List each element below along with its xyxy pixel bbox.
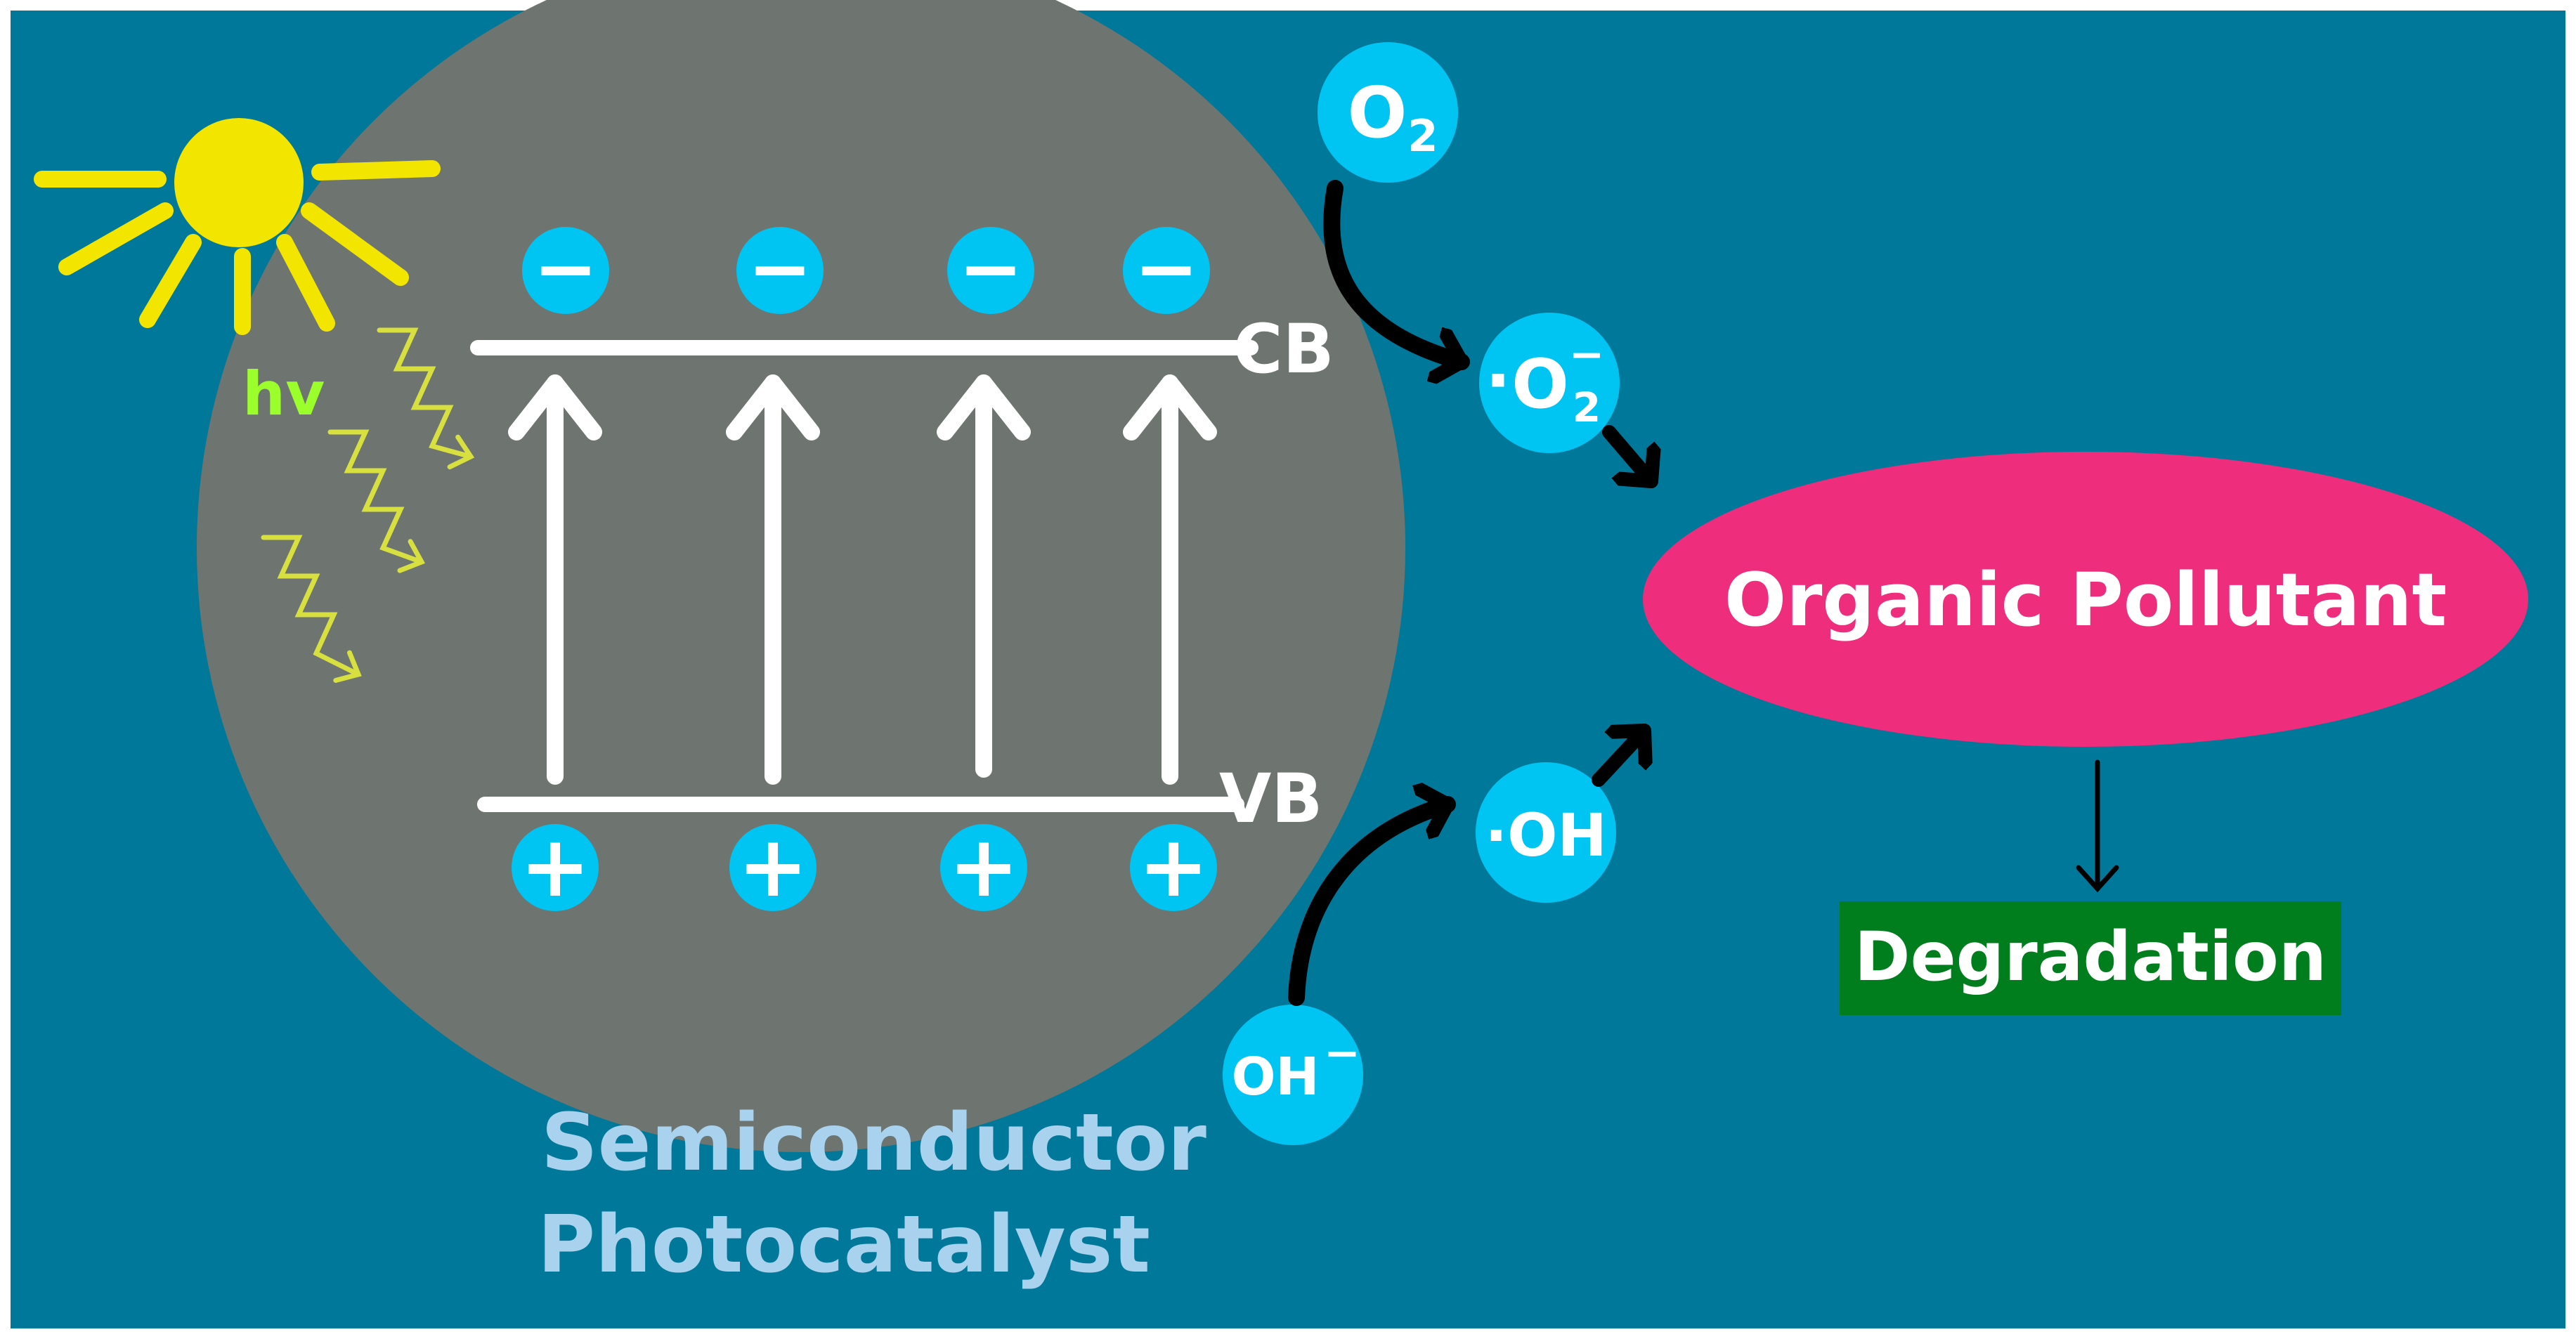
oxygen-species: O 2: [1318, 42, 1458, 183]
electron-icon: −: [522, 223, 609, 314]
reaction-arrow-icon: [1323, 180, 1470, 362]
electron-icon: −: [736, 223, 824, 314]
excitation-arrow-icon: [937, 374, 1031, 778]
electron-sign: −: [533, 223, 598, 313]
hole-icon: +: [1130, 818, 1217, 916]
reaction-arrow-icon: [1592, 724, 1644, 787]
hv-label: hv: [242, 359, 325, 429]
electron-icon: −: [1123, 223, 1210, 314]
superoxide-superscript: −: [1569, 330, 1604, 379]
electron-sign: −: [958, 223, 1023, 313]
caption-line-2: Photocatalyst: [538, 1199, 1150, 1291]
hole-icon: +: [729, 818, 817, 916]
hydroxyl-radical: ·OH: [1476, 762, 1616, 903]
electron-sign: −: [748, 223, 812, 313]
hydroxide-symbol: OH: [1232, 1047, 1320, 1107]
superoxide-subscript: 2: [1573, 384, 1601, 431]
cb-label: CB: [1233, 310, 1334, 388]
organic-pollutant-ellipse: [1643, 452, 2528, 747]
excitation-arrow-icon: [1123, 374, 1217, 785]
o2-symbol: O: [1347, 72, 1407, 154]
organic-pollutant-label: Organic Pollutant: [1724, 557, 2447, 643]
caption-line-1: Semiconductor: [541, 1097, 1206, 1189]
degradation-box: [1840, 901, 2341, 1015]
excitation-arrow-icon: [508, 374, 602, 785]
hole-sign: +: [949, 818, 1020, 916]
superoxide-dot: ·: [1485, 341, 1511, 420]
hole-icon: +: [512, 818, 599, 916]
superoxide-radical: · O 2 −: [1479, 313, 1620, 453]
electron-sign: −: [1134, 223, 1199, 313]
vb-label: VB: [1219, 759, 1322, 838]
light-wave-icon: [261, 327, 475, 683]
hole-sign: +: [738, 818, 809, 916]
electron-icon: −: [947, 223, 1034, 314]
hole-sign: +: [1138, 818, 1209, 916]
superoxide-symbol: O: [1511, 345, 1569, 424]
sun-icon: [34, 118, 441, 335]
hydroxide-superscript: −: [1324, 1027, 1360, 1078]
degradation-label: Degradation: [1854, 917, 2327, 996]
reaction-arrow-icon: [1288, 804, 1456, 1006]
hydroxyl-radical-label: ·OH: [1485, 801, 1607, 870]
hydroxide-ion: OH −: [1223, 1005, 1363, 1145]
semiconductor-particle: [197, 0, 1405, 1152]
reaction-arrow-icon: [1602, 425, 1651, 488]
o2-subscript: 2: [1407, 110, 1438, 162]
excitation-arrow-icon: [726, 374, 820, 785]
hole-icon: +: [940, 818, 1027, 916]
hole-sign: +: [520, 818, 591, 916]
